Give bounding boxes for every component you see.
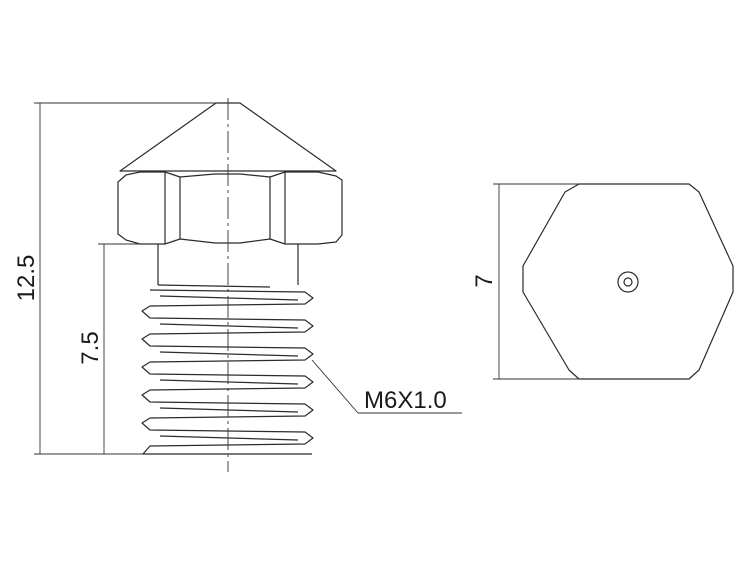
hex-outline (522, 183, 734, 380)
thread-length-dimension: 7.5 (77, 243, 158, 454)
thread-section (141, 284, 314, 455)
hex-width-dimension: 7 (471, 183, 579, 380)
nozzle-end-view (522, 183, 734, 380)
nozzle-side-view (117, 98, 343, 472)
thread-spec-callout: M6X1.0 (311, 359, 462, 414)
overall-height-label: 12.5 (13, 255, 40, 302)
thread-spec-label: M6X1.0 (364, 387, 447, 414)
overall-height-dimension: 12.5 (13, 102, 216, 455)
nozzle-neck (157, 244, 299, 285)
nozzle-orifice-outer (617, 271, 639, 293)
nozzle-tip-cone (119, 102, 337, 172)
hex-width-label: 7 (471, 274, 498, 287)
hex-body (117, 171, 343, 245)
nozzle-orifice-inner (623, 277, 633, 287)
thread-length-label: 7.5 (77, 331, 104, 364)
